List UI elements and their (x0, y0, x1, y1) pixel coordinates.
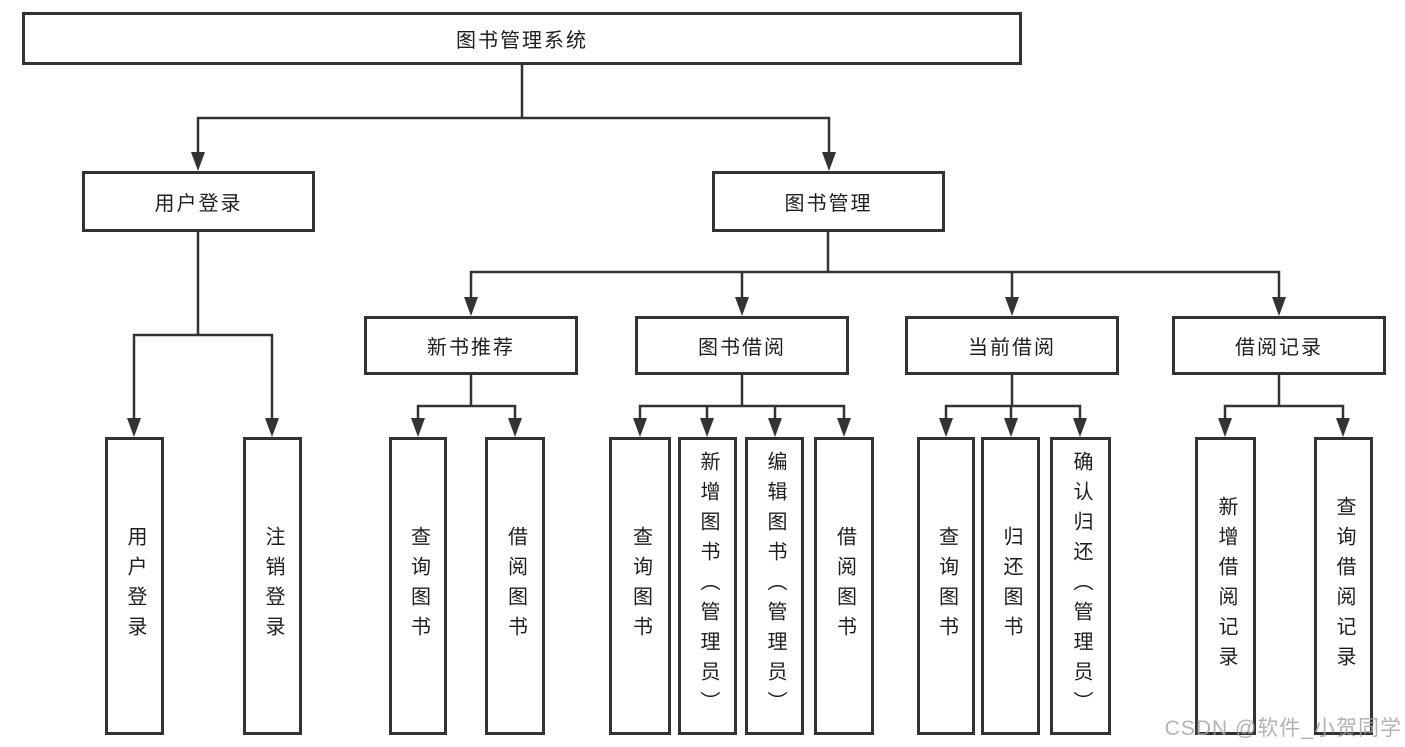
connector-root-to-level2 (196, 63, 831, 155)
leaf-return-books-label: 归还图书 (1000, 526, 1022, 646)
leaf-confirm-return-admin-label: 确认归还（管理员） (1070, 451, 1092, 721)
leaf-query-books-borrowing: 查询图书 (609, 437, 671, 735)
connector-book-mgmt-branch (469, 230, 1281, 300)
node-book-management: 图书管理 (712, 171, 945, 232)
leaf-edit-books-admin: 编辑图书（管理员） (745, 437, 804, 735)
leaf-query-books-borrowing-label: 查询图书 (629, 526, 652, 646)
leaf-add-books-admin: 新增图书（管理员） (678, 437, 737, 735)
leaf-query-books-recommend-label: 查询图书 (407, 526, 430, 646)
connector-current-borrowing-branch (944, 373, 1082, 421)
leaf-return-books: 归还图书 (981, 437, 1040, 735)
arrowheads (127, 152, 1350, 437)
leaf-borrow-books-recommend: 借阅图书 (485, 437, 545, 735)
leaf-user-login: 用户登录 (105, 437, 164, 735)
leaf-borrow-books-label: 借阅图书 (833, 526, 856, 646)
leaf-query-books-current-label: 查询图书 (935, 526, 958, 646)
leaf-query-books-current: 查询图书 (917, 437, 975, 735)
watermark: CSDN @软件_小贺同学 (1164, 717, 1402, 740)
node-current-borrowing: 当前借阅 (905, 316, 1119, 375)
leaf-add-books-admin-label: 新增图书（管理员） (697, 451, 719, 721)
leaf-edit-books-admin-label: 编辑图书（管理员） (764, 451, 786, 721)
leaf-confirm-return-admin: 确认归还（管理员） (1050, 437, 1111, 735)
node-user-login: 用户登录 (82, 171, 315, 232)
node-root: 图书管理系统 (22, 12, 1022, 65)
leaf-query-books-recommend: 查询图书 (389, 437, 447, 735)
leaf-borrow-books: 借阅图书 (814, 437, 874, 735)
leaf-logout: 注销登录 (243, 437, 302, 735)
leaf-add-borrow-record: 新增借阅记录 (1195, 437, 1256, 735)
connector-user-login-branch (132, 230, 274, 421)
leaf-borrow-books-recommend-label: 借阅图书 (504, 526, 527, 646)
connector-new-book-branch (416, 373, 517, 421)
leaf-user-login-label: 用户登录 (124, 526, 146, 646)
connector-book-borrowing-branch (638, 373, 846, 421)
leaf-query-borrow-record: 查询借阅记录 (1314, 437, 1373, 735)
node-borrowing-records: 借阅记录 (1172, 316, 1386, 375)
node-book-borrowing: 图书借阅 (635, 316, 849, 375)
node-new-book-recommend: 新书推荐 (364, 316, 578, 375)
connector-borrowing-records-branch (1223, 373, 1345, 421)
leaf-query-borrow-record-label: 查询借阅记录 (1333, 496, 1355, 676)
leaf-logout-label: 注销登录 (262, 526, 284, 646)
leaf-add-borrow-record-label: 新增借阅记录 (1215, 496, 1237, 676)
